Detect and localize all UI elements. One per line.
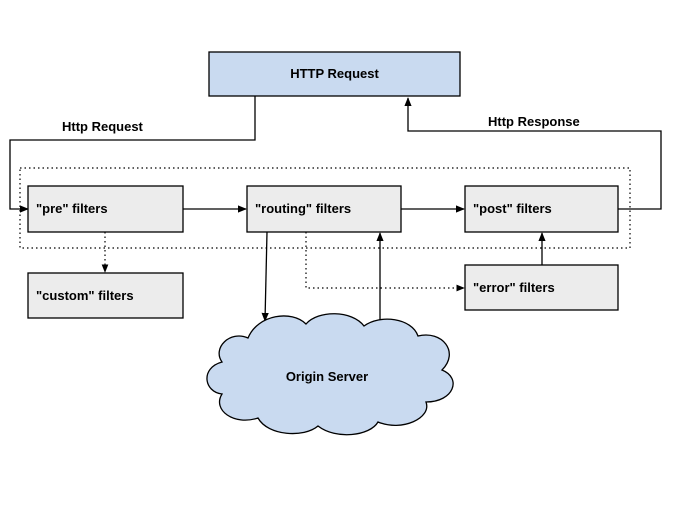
- edge-post-to-request: [404, 97, 662, 210]
- edge-request-to-pre: [9, 96, 256, 213]
- custom-filters-label: "custom" filters: [36, 288, 134, 303]
- edge-routing-to-error: [305, 232, 465, 292]
- origin-server-node: Origin Server: [206, 313, 454, 436]
- http-request-edge-label: Http Request: [62, 119, 144, 134]
- http-request-node: HTTP Request: [208, 51, 461, 97]
- filter-group-border: [19, 167, 631, 249]
- edge-routing-to-origin: [261, 231, 269, 322]
- error-filters-node: "error" filters: [464, 264, 619, 311]
- pre-filters-node: "pre" filters: [27, 185, 184, 233]
- error-filters-label: "error" filters: [473, 280, 555, 295]
- post-filters-label: "post" filters: [473, 201, 552, 216]
- origin-server-label: Origin Server: [286, 369, 368, 384]
- http-request-node-label: HTTP Request: [290, 66, 379, 81]
- routing-filters-label: "routing" filters: [255, 201, 351, 216]
- http-response-edge-label: Http Response: [488, 114, 580, 129]
- custom-filters-node: "custom" filters: [27, 272, 184, 319]
- pre-filters-label: "pre" filters: [36, 201, 108, 216]
- routing-filters-node: "routing" filters: [246, 185, 402, 233]
- post-filters-node: "post" filters: [464, 185, 619, 233]
